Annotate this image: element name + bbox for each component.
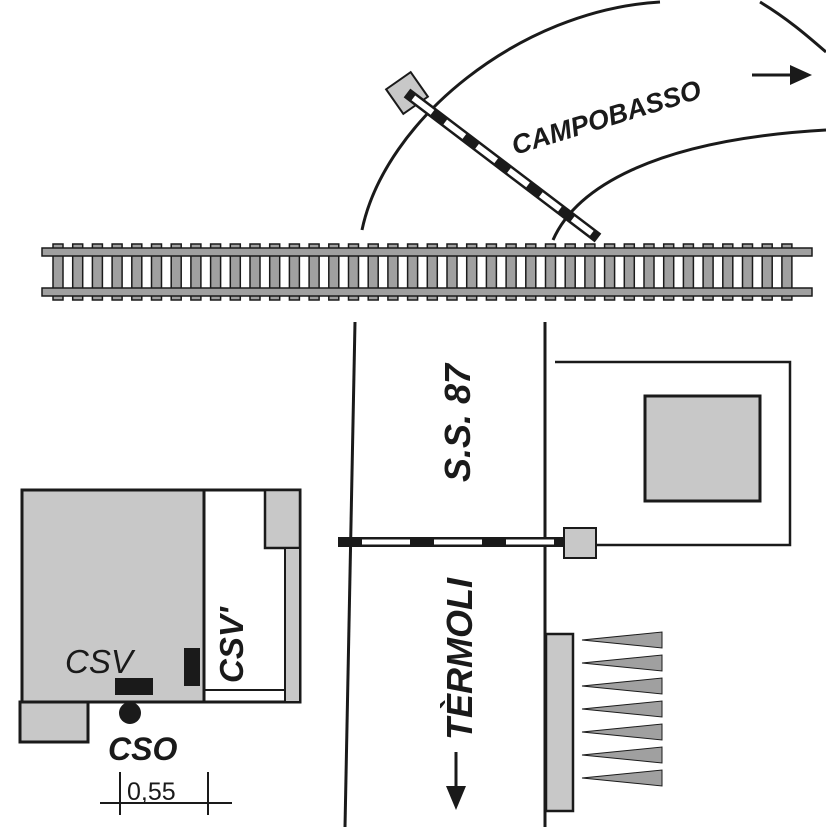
sensor-cso [119,702,141,724]
track-tie [505,243,517,301]
shrub-marker [581,723,663,741]
arrow-campobasso [752,65,812,85]
track-tie [623,243,636,301]
track-tie [544,243,557,301]
track-tie [91,243,104,301]
track-tie [741,243,754,301]
track-tie [308,243,320,301]
shrub-marker [581,631,663,649]
track-tie [662,243,675,301]
dimension-marker [100,772,232,815]
track-tie [465,243,478,301]
track-tie [643,243,655,301]
label-road: S.S. 87 [437,362,478,482]
track-tie [249,243,261,301]
property-boundary-right [555,360,792,547]
track-tie [426,243,439,301]
track-tie [268,243,281,301]
track-tie [564,243,576,301]
sensor-csv-prime [184,648,200,686]
shrub-marker [581,654,663,672]
track-tie [702,243,714,301]
label-csv-prime: CSV' [213,606,250,683]
road-edge-left [343,321,357,827]
track-tie [229,243,242,301]
road-edge-top-right-curve [759,0,826,54]
track-tie [722,243,734,301]
track-tie [485,243,498,301]
shrub-marker [581,700,663,718]
track-tie [190,243,202,301]
barrier-bottom-pivot-box [563,527,597,559]
label-dimension: 0,55 [127,778,176,806]
track-tie [761,243,773,301]
track-tie [347,243,360,301]
railway-track [41,243,813,301]
track-tie [406,243,419,301]
track-tie [682,243,695,301]
track-tie [111,243,123,301]
track-tie [71,243,84,301]
sensor-csv [115,678,153,695]
track-tie [525,243,537,301]
track-tie [288,243,301,301]
barrier-bottom [338,527,597,559]
track-tie [781,243,793,301]
barrier-top [384,70,602,243]
track-tie [209,243,222,301]
building-left-step [18,700,90,744]
track-tie [367,243,379,301]
track-tie [446,243,458,301]
track-tie [170,243,182,301]
road-edge-outer-curve [360,0,661,231]
shrub-row [581,631,663,787]
track-tie [328,243,340,301]
road-edge-inner-curve [551,128,826,241]
shrub-marker [581,677,663,695]
label-termoli: TÈRMOLI [439,577,480,740]
shrub-marker [581,746,663,764]
label-cso: CSO [108,731,177,767]
building-left-main [20,488,206,704]
arrow-termoli [446,752,466,810]
building-left-annex-block [263,488,302,550]
shrub-marker [581,769,663,787]
track-tie [603,243,616,301]
track-tie [52,243,64,301]
track-rail-bottom [41,287,813,297]
track-tie [150,243,163,301]
label-csv: CSV [65,643,136,680]
building-right [643,394,762,503]
track-tie [387,243,399,301]
label-campobasso: CAMPOBASSO [508,75,705,161]
track-rail-top [41,247,813,257]
vegetation-strip [544,632,575,813]
track-tie [131,243,143,301]
track-tie [584,243,596,301]
building-left-annex-wall [284,547,301,703]
